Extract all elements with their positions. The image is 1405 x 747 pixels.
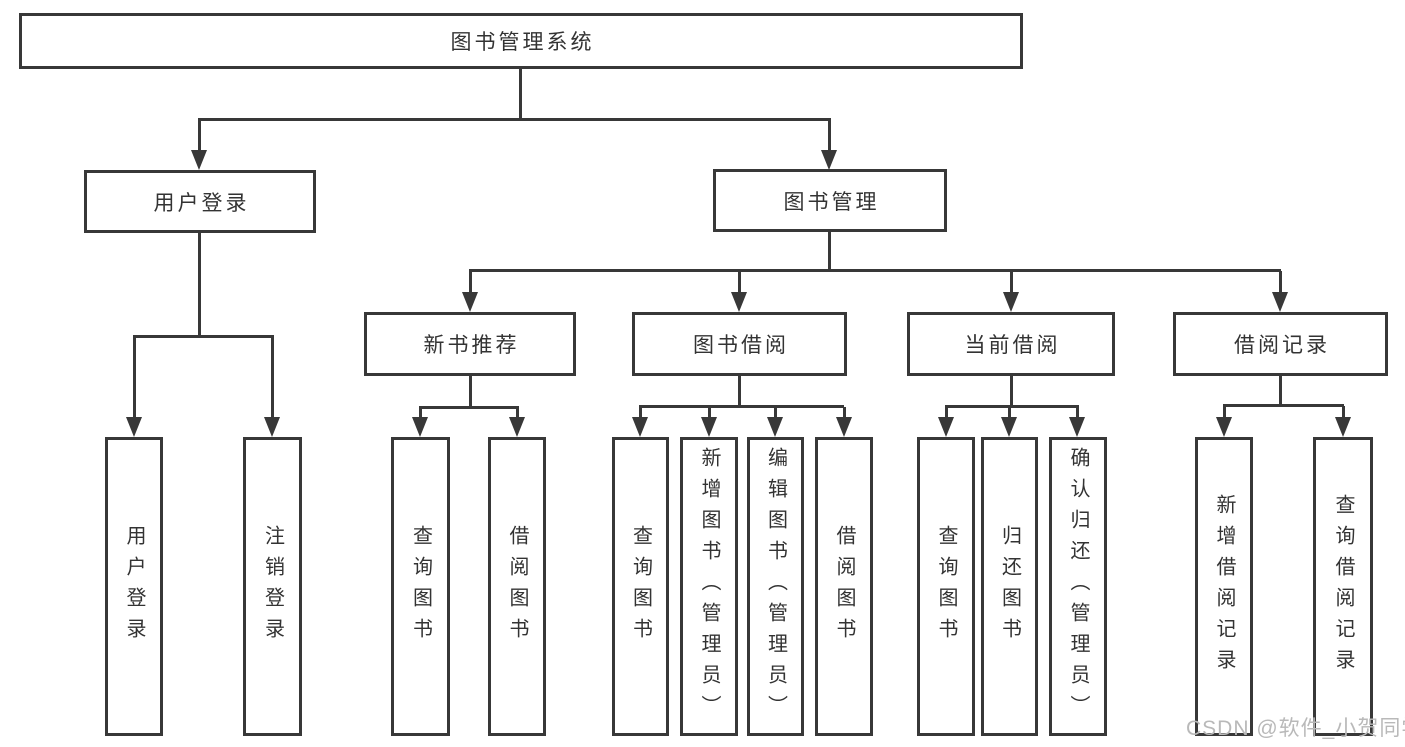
node-borrow-books-leaf: 借阅图书: [815, 437, 873, 736]
connector-drop: [1279, 271, 1282, 294]
node-add-books-admin: 新增图书（管理员）: [680, 437, 738, 736]
connector-drop: [1342, 406, 1345, 419]
connector-stem: [738, 375, 741, 408]
connector-branch: [469, 269, 1281, 272]
node-current-borrowing: 当前借阅: [907, 312, 1115, 376]
node-label: 图书管理: [783, 190, 880, 214]
arrow-down-icon: [191, 150, 207, 170]
connector-drop: [1223, 406, 1226, 419]
node-query-books-borrowing: 查询图书: [612, 437, 669, 736]
node-book-management: 图书管理: [713, 169, 947, 232]
node-label: 新增图书（管理员）: [698, 447, 720, 726]
connector-drop: [708, 407, 711, 419]
node-logout-leaf: 注销登录: [243, 437, 302, 736]
connector-drop: [843, 407, 846, 419]
node-add-borrow-record: 新增借阅记录: [1195, 437, 1253, 736]
arrow-down-icon: [821, 150, 837, 170]
connector-drop: [1076, 407, 1079, 419]
node-query-borrow-record: 查询借阅记录: [1313, 437, 1373, 736]
arrow-down-icon: [836, 417, 852, 437]
arrow-down-icon: [1069, 417, 1085, 437]
node-label: 查询图书: [409, 524, 432, 649]
arrow-down-icon: [462, 292, 478, 312]
connector-stem: [828, 231, 831, 271]
node-label: 借阅图书: [833, 524, 855, 649]
node-label: 注销登录: [261, 524, 284, 649]
node-label: 查询借阅记录: [1332, 493, 1354, 680]
node-label: 借阅记录: [1234, 334, 1330, 357]
node-library-system: 图书管理系统: [19, 13, 1023, 69]
connector-drop: [828, 120, 831, 152]
node-label: 当前借阅: [964, 334, 1061, 357]
node-return-books: 归还图书: [981, 437, 1038, 736]
arrow-down-icon: [412, 417, 428, 437]
arrow-down-icon: [1272, 292, 1288, 312]
connector-drop: [945, 407, 948, 419]
arrow-down-icon: [701, 417, 717, 437]
node-edit-books-admin: 编辑图书（管理员）: [747, 437, 804, 736]
connector-drop: [516, 408, 519, 419]
connector-drop: [1010, 271, 1013, 294]
connector-stem: [198, 232, 201, 336]
node-query-books-current: 查询图书: [917, 437, 975, 736]
node-user-login-leaf: 用户登录: [105, 437, 163, 736]
node-confirm-return-admin: 确认归还（管理员）: [1049, 437, 1107, 736]
node-user-login: 用户登录: [84, 170, 316, 233]
connector-drop: [738, 271, 741, 294]
node-query-books-recommend: 查询图书: [391, 437, 450, 736]
node-borrow-books-recommend: 借阅图书: [488, 437, 546, 736]
node-label: 图书管理系统: [450, 31, 595, 54]
node-label: 新增借阅记录: [1213, 493, 1235, 680]
connector-stem: [519, 68, 522, 119]
node-label: 确认归还（管理员）: [1067, 447, 1089, 726]
node-label: 查询图书: [629, 524, 652, 649]
arrow-down-icon: [632, 417, 648, 437]
connector-drop: [198, 120, 201, 152]
connector-drop: [1008, 407, 1011, 419]
node-label: 归还图书: [998, 524, 1021, 649]
connector-drop: [469, 271, 472, 294]
arrow-down-icon: [731, 292, 747, 312]
connector-stem: [469, 375, 472, 409]
connector-stem: [1279, 375, 1282, 407]
node-label: 用户登录: [123, 524, 145, 649]
node-new-book-recommend: 新书推荐: [364, 312, 576, 376]
arrow-down-icon: [1001, 417, 1017, 437]
connector-drop: [774, 407, 777, 419]
node-label: 借阅图书: [506, 524, 528, 649]
arrow-down-icon: [264, 417, 280, 437]
arrow-down-icon: [767, 417, 783, 437]
connector-drop: [271, 337, 274, 419]
connector-drop: [419, 408, 422, 419]
connector-branch: [1223, 404, 1344, 407]
node-label: 图书借阅: [693, 334, 789, 357]
connector-branch: [198, 118, 831, 121]
node-label: 编辑图书（管理员）: [764, 447, 787, 726]
connector-branch: [639, 405, 844, 408]
watermark-text: CSDN @软件_小贺同学: [1186, 717, 1405, 740]
arrow-down-icon: [1003, 292, 1019, 312]
connector-branch: [419, 406, 519, 409]
node-label: 查询图书: [935, 524, 957, 649]
arrow-down-icon: [1335, 417, 1351, 437]
arrow-down-icon: [938, 417, 954, 437]
node-label: 用户登录: [153, 191, 250, 215]
connector-drop: [639, 407, 642, 419]
arrow-down-icon: [1216, 417, 1232, 437]
node-label: 新书推荐: [423, 334, 520, 357]
arrow-down-icon: [126, 417, 142, 437]
node-book-borrowing: 图书借阅: [632, 312, 847, 376]
arrow-down-icon: [509, 417, 525, 437]
connector-branch: [133, 335, 274, 338]
connector-drop: [133, 337, 136, 419]
connector-branch: [945, 405, 1079, 408]
connector-stem: [1010, 375, 1013, 408]
node-borrowing-records: 借阅记录: [1173, 312, 1388, 376]
